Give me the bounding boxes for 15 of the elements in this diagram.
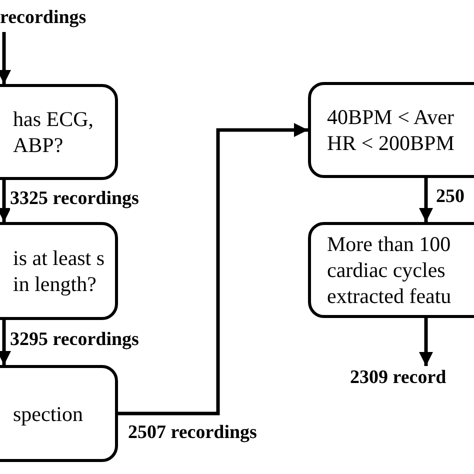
- process-box: 40BPM < Aver HR < 200BPM: [308, 82, 474, 178]
- arrow: [0, 320, 11, 365]
- count-label: 2309 record: [350, 366, 474, 392]
- edge-label: 3295 recordings: [10, 329, 139, 351]
- count-label: recordings: [0, 6, 120, 32]
- process-box: spection: [0, 365, 118, 462]
- process-box: has ECG, ABP?: [0, 84, 118, 180]
- arrow: [419, 178, 433, 222]
- process-box: is at least s in length?: [0, 222, 118, 320]
- edge-label: 3325 recordings: [10, 188, 139, 210]
- arrow: [0, 180, 11, 222]
- edge-label: 2507 recordings: [128, 422, 257, 444]
- process-box: More than 100 cardiac cycles extracted featu: [308, 222, 474, 318]
- arrow: [0, 32, 11, 84]
- arrow: [419, 318, 433, 366]
